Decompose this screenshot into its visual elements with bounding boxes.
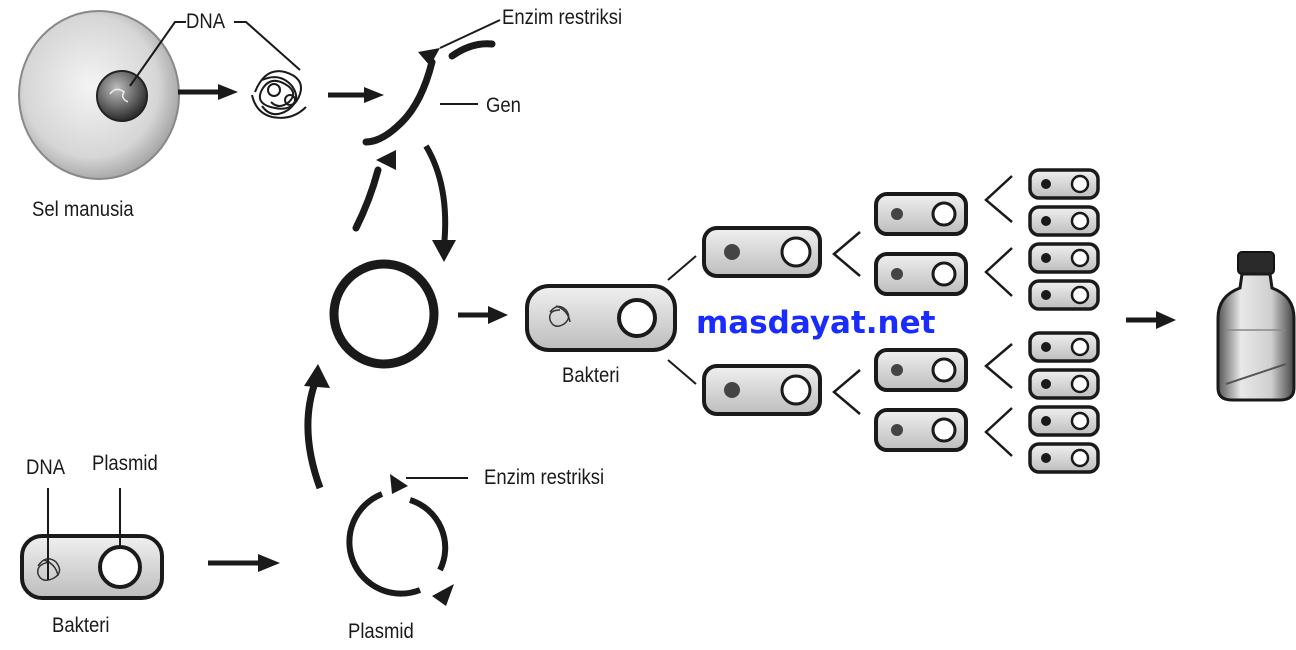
label-plasmid-bottom: Plasmid (348, 620, 414, 643)
bacteria-gen3 (1028, 405, 1100, 437)
arrow-dna-to-gene (328, 87, 384, 103)
bacteria-gen3 (1028, 242, 1100, 274)
arrow-gene-to-plasmid (423, 144, 456, 262)
arrow-plasmid-to-bacteria (458, 306, 508, 324)
bacteria-gen3 (1028, 168, 1100, 200)
bacteria-gen1 (702, 226, 822, 278)
human-cell (18, 10, 180, 180)
product-bottle-icon (1216, 251, 1296, 402)
label-bacteria-mid: Bakteri (562, 364, 620, 387)
enzyme-marker-bottom (390, 474, 408, 494)
label-dna-bottom: DNA (26, 456, 66, 479)
arrow-plasmid-up (304, 364, 330, 490)
bacteria-gen3 (1028, 442, 1100, 474)
arrow-to-product (1126, 311, 1176, 329)
bacteria-gen2 (874, 348, 968, 392)
branch-bracket (832, 231, 861, 277)
branch-bracket (984, 175, 1013, 223)
gene-strand (352, 40, 496, 232)
label-bacteria-bottom: Bakteri (52, 614, 110, 637)
bacteria-gen1 (702, 364, 822, 416)
enzyme-marker-top (418, 48, 440, 66)
label-plasmid-bottom-top: Plasmid (92, 452, 158, 475)
dna-leader-line (129, 21, 301, 87)
dna-tangle-icon (251, 70, 307, 119)
recombinant-plasmid-ring (329, 259, 439, 369)
label-gene: Gen (486, 94, 521, 117)
enzyme-marker-bottom-2 (432, 584, 454, 606)
branch-bracket (984, 407, 1013, 457)
bacteria-gen3 (1028, 279, 1100, 311)
bacteria-original (20, 534, 164, 600)
branch-bracket (832, 369, 861, 415)
bacteria-gen3 (1028, 331, 1100, 363)
bacteria-gen2 (874, 408, 968, 452)
watermark-text: masdayat.net (696, 305, 936, 341)
label-dna-top: DNA (186, 10, 226, 33)
branch-bracket (984, 343, 1013, 389)
recombinant-bacteria (525, 284, 677, 352)
bacteria-gen2 (874, 192, 968, 236)
branch-line (667, 359, 697, 385)
branch-line (667, 255, 697, 281)
bacteria-gen2 (874, 252, 968, 296)
label-enzyme-top: Enzim restriksi (502, 6, 623, 29)
cut-plasmid (346, 491, 449, 597)
branch-bracket (984, 247, 1013, 297)
bacteria-gen3 (1028, 205, 1100, 237)
arrow-bacteria-to-plasmid (208, 554, 280, 572)
label-enzyme-bottom: Enzim restriksi (484, 466, 605, 489)
bacteria-gen3 (1028, 368, 1100, 400)
arrow-cell-to-dna (178, 84, 238, 100)
enzyme-marker-mid (376, 150, 396, 170)
enzyme-leader-top (439, 19, 501, 49)
label-human-cell: Sel manusia (32, 198, 134, 221)
